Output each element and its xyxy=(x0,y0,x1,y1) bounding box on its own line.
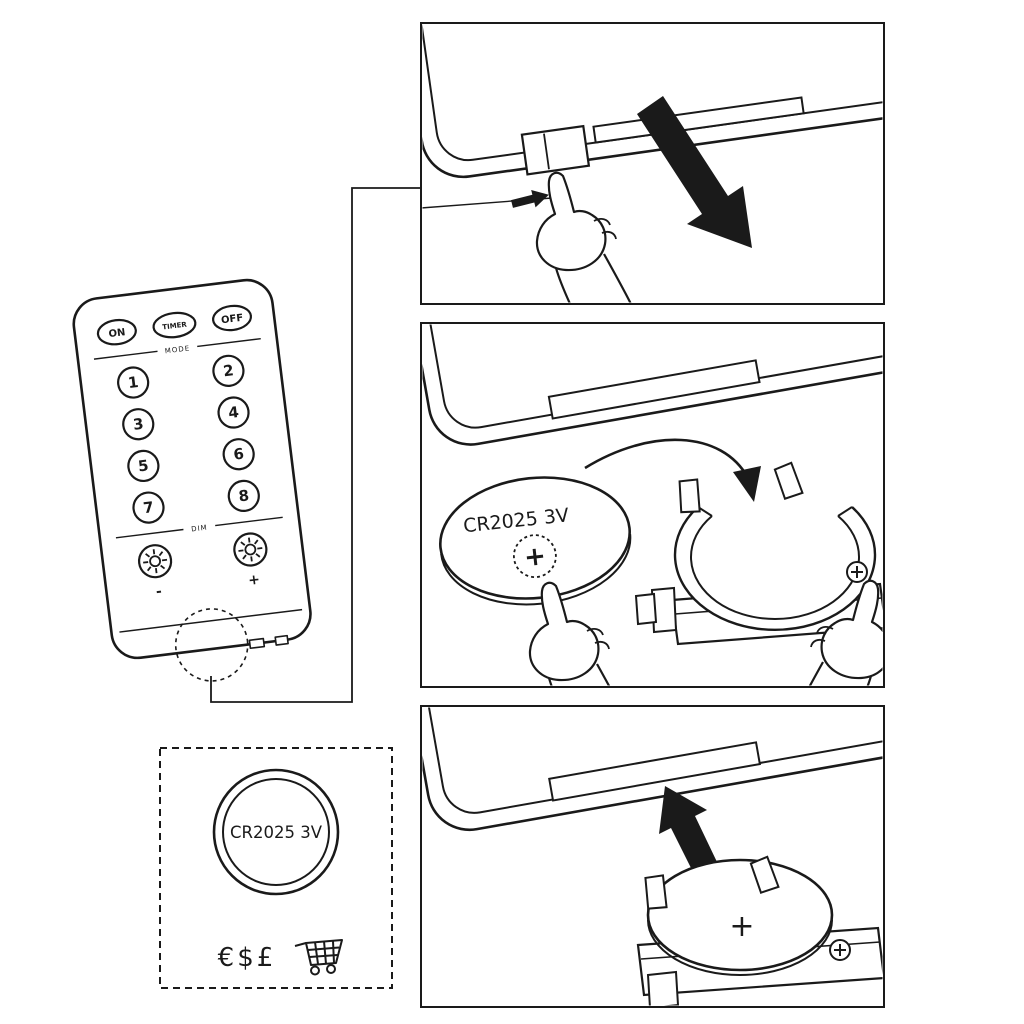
battery-tray: + xyxy=(636,854,883,1006)
shopping-cart-icon xyxy=(294,939,343,976)
polarity-plus: + xyxy=(729,909,754,944)
tray-highlight-circle xyxy=(174,608,249,682)
pointing-hand-icon xyxy=(535,171,634,303)
on-button-label: ON xyxy=(108,327,126,340)
tray-slot-strip xyxy=(592,96,805,144)
connector-line xyxy=(210,187,421,703)
svg-text:5: 5 xyxy=(137,456,150,475)
svg-text:6: 6 xyxy=(232,445,245,464)
svg-text:2: 2 xyxy=(222,361,235,380)
press-arrow-icon xyxy=(511,189,549,208)
battery-spec-label: CR2025 3V xyxy=(230,823,323,842)
battery-holder xyxy=(634,460,883,646)
divider xyxy=(115,528,184,539)
tab-divider xyxy=(543,133,550,170)
divider xyxy=(215,516,283,527)
off-button-label: OFF xyxy=(221,313,244,327)
tray-slot-strip xyxy=(548,741,762,802)
brightness-down-button xyxy=(137,544,173,579)
tray-tab xyxy=(274,634,289,646)
svg-text:1: 1 xyxy=(127,373,140,392)
battery-cr2025: + xyxy=(646,858,834,976)
svg-text:7: 7 xyxy=(142,498,155,517)
tray-slot-strip xyxy=(547,359,761,420)
panel-2-border xyxy=(420,322,885,688)
battery-inner-ring xyxy=(222,778,330,886)
polarity-plus: + xyxy=(523,541,548,573)
battery-spec-box: CR2025 3V €$£ xyxy=(159,747,393,989)
currency-text: €$£ xyxy=(218,943,277,973)
dim-label: DIM xyxy=(191,524,208,534)
insert-arrow-icon xyxy=(659,786,717,874)
remote-corner xyxy=(422,707,883,832)
place-arrow-icon xyxy=(584,438,761,502)
brightness-up-button xyxy=(233,532,268,567)
number-button-labels: 1 2 3 4 5 6 7 8 xyxy=(127,361,250,517)
clamp-prong xyxy=(773,460,804,501)
remote-control: ON TIMER OFF MODE 1 2 3 4 5 6 7 8 DIM xyxy=(72,278,312,682)
battery-cr2025: CR2025 3V + xyxy=(439,476,632,606)
mode-label: MODE xyxy=(164,344,190,355)
panel-3-border xyxy=(420,705,885,1008)
clamp-prong xyxy=(673,475,707,517)
panel-step-2: CR2025 3V + xyxy=(422,324,883,686)
off-button xyxy=(212,304,253,332)
timer-button xyxy=(152,311,197,339)
tray-release-tab xyxy=(520,124,591,176)
svg-text:3: 3 xyxy=(132,415,145,434)
panel-step-1 xyxy=(422,24,883,303)
screw-icon xyxy=(846,561,868,583)
on-button xyxy=(96,318,137,346)
polarity-highlight-circle xyxy=(512,534,557,579)
slide-out-arrow-icon xyxy=(637,96,752,248)
remote-corner xyxy=(422,324,883,446)
remote-corner xyxy=(422,24,883,179)
timer-button-label: TIMER xyxy=(162,321,188,332)
panel-step-3: + xyxy=(422,707,883,1006)
brightness-minus-label: - xyxy=(155,584,163,601)
tray-tab xyxy=(248,637,266,650)
tray-seam xyxy=(119,608,303,633)
divider xyxy=(197,337,261,348)
svg-text:4: 4 xyxy=(227,403,240,422)
divider xyxy=(93,350,158,360)
screw-icon xyxy=(829,939,851,961)
pointing-hand-icon xyxy=(528,581,627,686)
number-buttons xyxy=(117,354,260,524)
battery-cr2025 xyxy=(212,768,340,896)
panel-1-border xyxy=(420,22,885,305)
svg-text:8: 8 xyxy=(238,486,251,505)
brightness-plus-label: + xyxy=(247,572,261,589)
